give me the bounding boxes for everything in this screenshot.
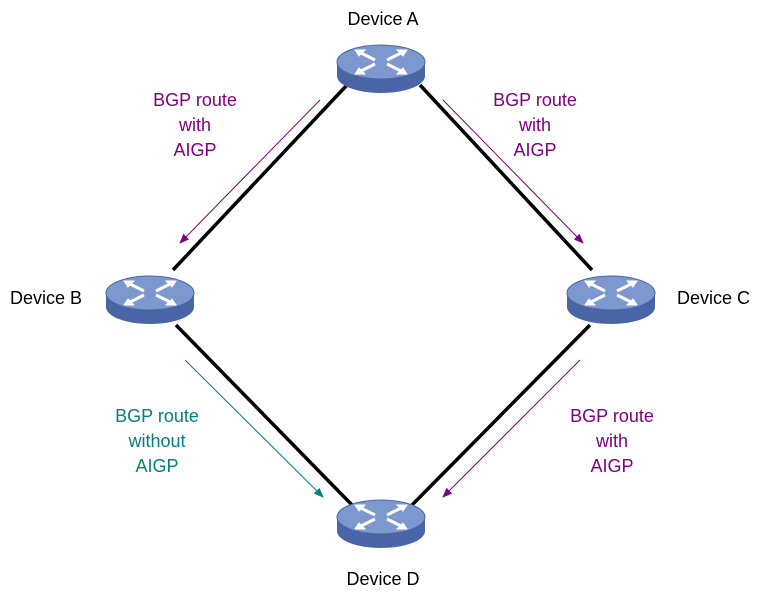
device-d-label: Device D	[346, 569, 419, 589]
route-label-line: with	[518, 115, 551, 135]
route-label-a-to-b: BGP route with AIGP	[153, 90, 237, 160]
route-label-line: with	[178, 115, 211, 135]
router-c-icon	[565, 274, 657, 326]
route-label-line: without	[127, 431, 185, 451]
link-a-c	[418, 83, 594, 272]
route-label-line: AIGP	[173, 140, 216, 160]
arrow-b-to-d	[184, 359, 324, 498]
device-c-label: Device C	[677, 288, 750, 308]
route-arrows	[179, 99, 584, 498]
route-label-a-to-c: BGP route with AIGP	[493, 90, 577, 160]
device-b-label: Device B	[10, 288, 82, 308]
router-a-icon	[335, 43, 427, 95]
route-label-line: AIGP	[590, 456, 633, 476]
links	[171, 83, 594, 507]
route-label-line: BGP route	[115, 406, 199, 426]
link-c-d	[410, 323, 592, 507]
router-b-icon	[104, 274, 196, 326]
arrow-a-to-c	[442, 99, 584, 244]
route-label-line: BGP route	[153, 90, 237, 110]
route-label-line: with	[595, 431, 628, 451]
route-label-line: AIGP	[513, 140, 556, 160]
arrow-c-to-d	[442, 359, 581, 498]
device-a-label: Device A	[347, 9, 418, 29]
link-b-d	[174, 323, 354, 507]
route-label-line: BGP route	[570, 406, 654, 426]
route-label-line: BGP route	[493, 90, 577, 110]
link-a-b	[171, 83, 349, 272]
arrow-a-to-b	[179, 99, 321, 244]
route-label-c-to-d: BGP route with AIGP	[570, 406, 654, 476]
route-label-b-to-d: BGP route without AIGP	[115, 406, 199, 476]
route-label-line: AIGP	[135, 456, 178, 476]
router-d-icon	[335, 498, 427, 550]
